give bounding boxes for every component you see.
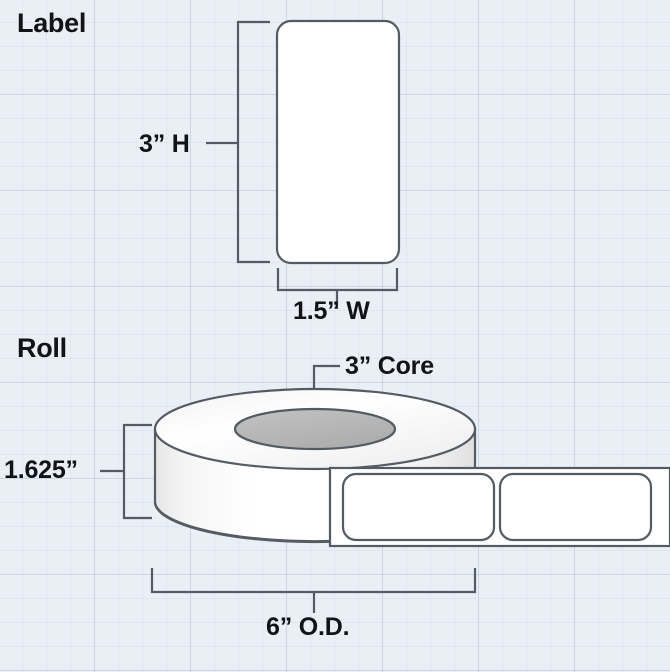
strip-label-2 [498, 472, 653, 542]
label-section-heading: Label [17, 8, 87, 38]
roll-section-heading: Roll [17, 333, 67, 363]
width-dimension-bracket [276, 268, 399, 309]
roll-width-dimension-text: 1.625” [4, 456, 78, 484]
roll-front-edge [153, 501, 331, 543]
label-height-dimension-text: 3” H [139, 130, 190, 158]
roll-width-dimension-bracket [100, 423, 152, 520]
label-strip [328, 466, 670, 548]
label-width-dimension-text: 1.5” W [293, 297, 370, 325]
label-shape [275, 19, 401, 265]
height-dimension-bracket [206, 20, 270, 264]
roll-od-dimension-text: 6” O.D. [266, 613, 350, 641]
strip-label-1 [341, 472, 496, 542]
od-dimension-bracket [150, 568, 477, 613]
roll-core-hole [233, 407, 397, 451]
roll-core-dimension-text: 3” Core [345, 352, 434, 380]
